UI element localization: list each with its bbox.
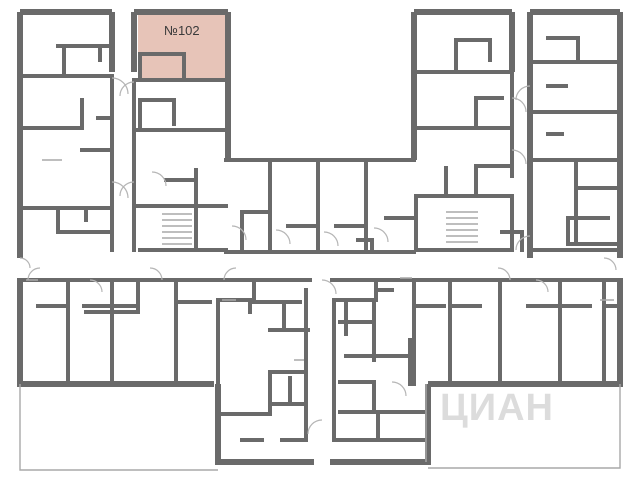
watermark-text: ЦИАН: [440, 387, 554, 429]
unit-102-label: №102: [164, 23, 200, 38]
fixtures: [19, 159, 621, 471]
watermark: ЦИАН: [440, 387, 554, 429]
interior-walls: [18, 36, 622, 442]
doors: [19, 77, 617, 435]
